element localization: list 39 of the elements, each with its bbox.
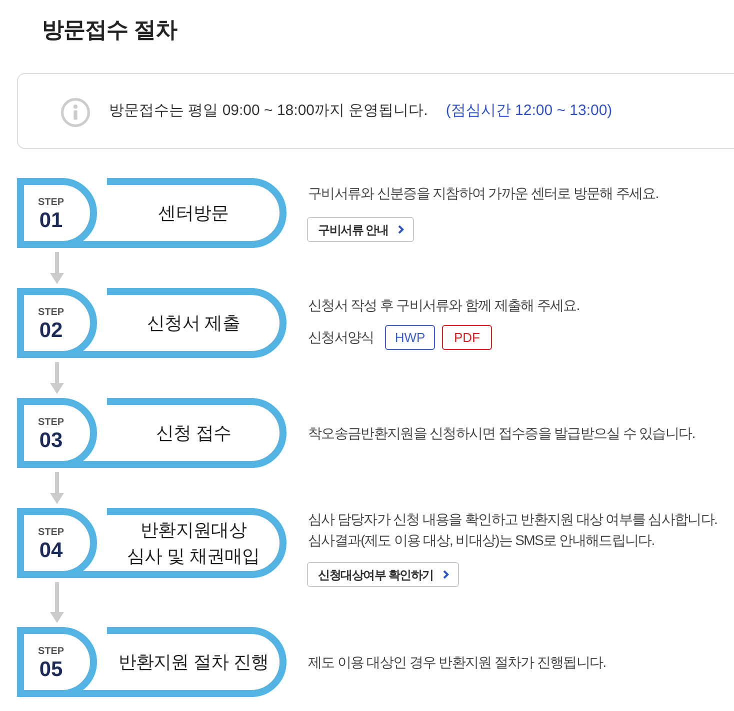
link-button: 구비서류 안내 [307,217,414,242]
step-number: 05 [39,659,63,681]
step-description: 제도 이용 대상인 경우 반환지원 절차가 진행됩니다. [308,653,606,672]
step-box [17,288,287,358]
download-button: HWP [385,325,435,350]
step-description: 착오송금반환지원을 신청하시면 접수증을 발급받으실 수 있습니다. [308,424,695,443]
step-number: 04 [39,540,63,562]
step-description: 신청서 작성 후 구비서류와 함께 제출해 주세요. [308,296,580,315]
step-title: 반환지원대상 심사 및 채권매입 [126,519,261,568]
step-title: 신청서 제출 [147,312,240,335]
step-description: 심사 담당자가 신청 내용을 확인하고 반환지원 대상 여부를 심사합니다. [308,510,718,529]
download-button: PDF [442,325,492,350]
step-box [17,178,287,248]
notice-text: 방문접수는 평일 09:00 ~ 18:00까지 운영됩니다. [109,100,428,121]
step-label: STEP [38,646,64,657]
step-box [17,508,287,578]
lunch-hours-text: (점심시간 12:00 ~ 13:00) [446,100,612,121]
step-label: STEP [38,197,64,208]
arrow [50,252,64,284]
page-title: 방문접수 절차 [42,16,178,44]
link-button: 신청대상여부 확인하기 [307,562,460,587]
step-description: 구비서류와 신분증을 지참하여 가까운 센터로 방문해 주세요. [308,184,658,203]
step-title: 신청 접수 [156,422,232,445]
arrow [50,362,64,394]
form-label: 신청서양식 [308,328,374,347]
arrow [50,582,64,623]
step-title: 반환지원 절차 진행 [118,651,269,674]
step-label: STEP [38,307,64,318]
step-label: STEP [38,527,64,538]
step-number: 02 [39,320,63,342]
info-box [17,73,734,149]
step-title: 센터방문 [158,202,229,225]
step-description: 심사결과(제도 이용 대상, 비대상)는 SMS로 안내해드립니다. [308,531,654,550]
step-label: STEP [38,417,64,428]
step-box [17,627,287,697]
step-number: 01 [39,210,63,232]
step-number: 03 [39,430,63,452]
arrow [50,472,64,504]
step-box [17,398,287,468]
